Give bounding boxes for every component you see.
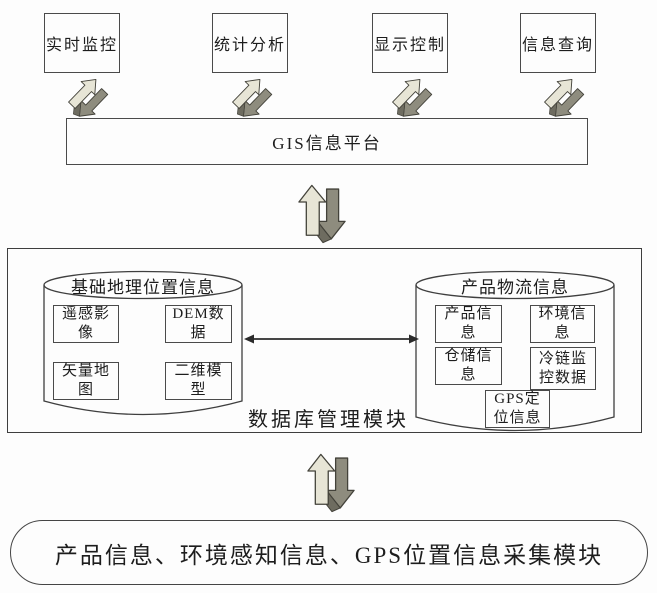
node-gis-platform: GIS信息平台 (66, 118, 588, 165)
node-label: 统计分析 (213, 37, 286, 54)
node-warehouse-info: 仓储信息 (435, 347, 502, 385)
node-label: DEM数据 (172, 306, 225, 341)
node-label: 显示控制 (373, 37, 446, 54)
node-dem-data: DEM数据 (165, 305, 232, 343)
geo-database-cylinder-icon (43, 270, 243, 416)
node-label: 信息查询 (521, 37, 594, 54)
node-label: 矢量地图 (61, 363, 110, 398)
node-display-control: 显示控制 (372, 13, 448, 73)
logistics-store-title: 产品物流信息 (461, 278, 569, 297)
database-module-container (7, 248, 642, 433)
node-label: 仓储信息 (444, 348, 493, 383)
database-module-label: 数据库管理模块 (248, 409, 409, 431)
node-label: 遥感影像 (61, 306, 110, 341)
updown-flow-arrow-icon (307, 452, 355, 514)
node-label: 冷链监控数据 (538, 350, 587, 386)
node-label: 产品信息、环境感知信息、GPS位置信息采集模块 (54, 542, 604, 568)
node-label: 实时监控 (45, 37, 118, 54)
node-label: GPS定位信息 (493, 391, 542, 426)
geo-store-title: 基础地理位置信息 (71, 278, 215, 297)
node-label: 环境信息 (538, 306, 587, 341)
node-vector-map: 矢量地图 (53, 362, 119, 400)
node-collection-module: 产品信息、环境感知信息、GPS位置信息采集模块 (10, 520, 648, 585)
node-environment-info: 环境信息 (530, 305, 595, 343)
node-label: GIS信息平台 (272, 134, 382, 153)
node-realtime-monitoring: 实时监控 (44, 13, 120, 73)
node-label: 二维模型 (174, 363, 223, 398)
node-product-info: 产品信息 (435, 305, 502, 343)
logistics-database-cylinder-icon (415, 270, 615, 432)
horizontal-double-arrow-icon (244, 334, 419, 344)
node-cold-chain-monitoring-data: 冷链监控数据 (530, 347, 596, 390)
node-gps-positioning-info: GPS定位信息 (485, 390, 550, 428)
node-label: 产品信息 (444, 306, 493, 341)
node-remote-sensing-image: 遥感影像 (53, 305, 119, 343)
node-statistical-analysis: 统计分析 (212, 13, 288, 73)
node-2d-model: 二维模型 (165, 362, 232, 400)
updown-flow-arrow-icon (298, 183, 346, 245)
node-info-query: 信息查询 (520, 13, 596, 73)
